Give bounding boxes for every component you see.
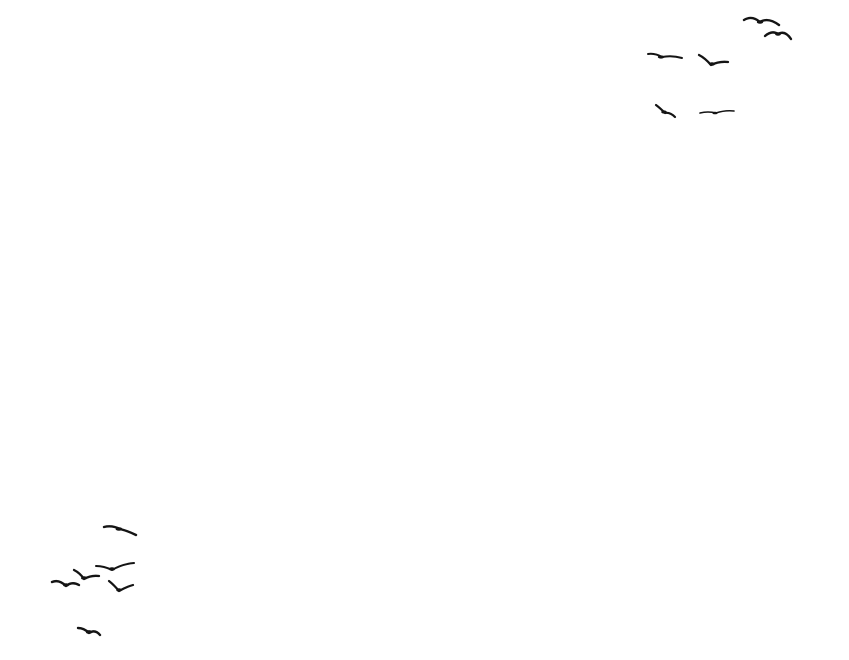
gull-silhouette-icon bbox=[72, 568, 101, 581]
gull-silhouette-icon bbox=[102, 525, 138, 537]
gull-silhouette-icon bbox=[699, 109, 735, 115]
top-right-flock bbox=[647, 16, 793, 119]
bottom-left-flock bbox=[50, 525, 138, 637]
gull-silhouette-icon bbox=[647, 52, 683, 59]
gull-silhouette-icon bbox=[95, 562, 135, 571]
gull-silhouette-icon bbox=[50, 579, 81, 588]
gull-silhouette-icon bbox=[742, 16, 781, 27]
gull-silhouette-icon bbox=[654, 103, 677, 119]
gull-silhouette-icon bbox=[763, 31, 793, 41]
gull-silhouette-icon bbox=[107, 579, 135, 593]
gull-silhouette-icon bbox=[76, 626, 102, 637]
gull-silhouette-icon bbox=[697, 53, 730, 67]
